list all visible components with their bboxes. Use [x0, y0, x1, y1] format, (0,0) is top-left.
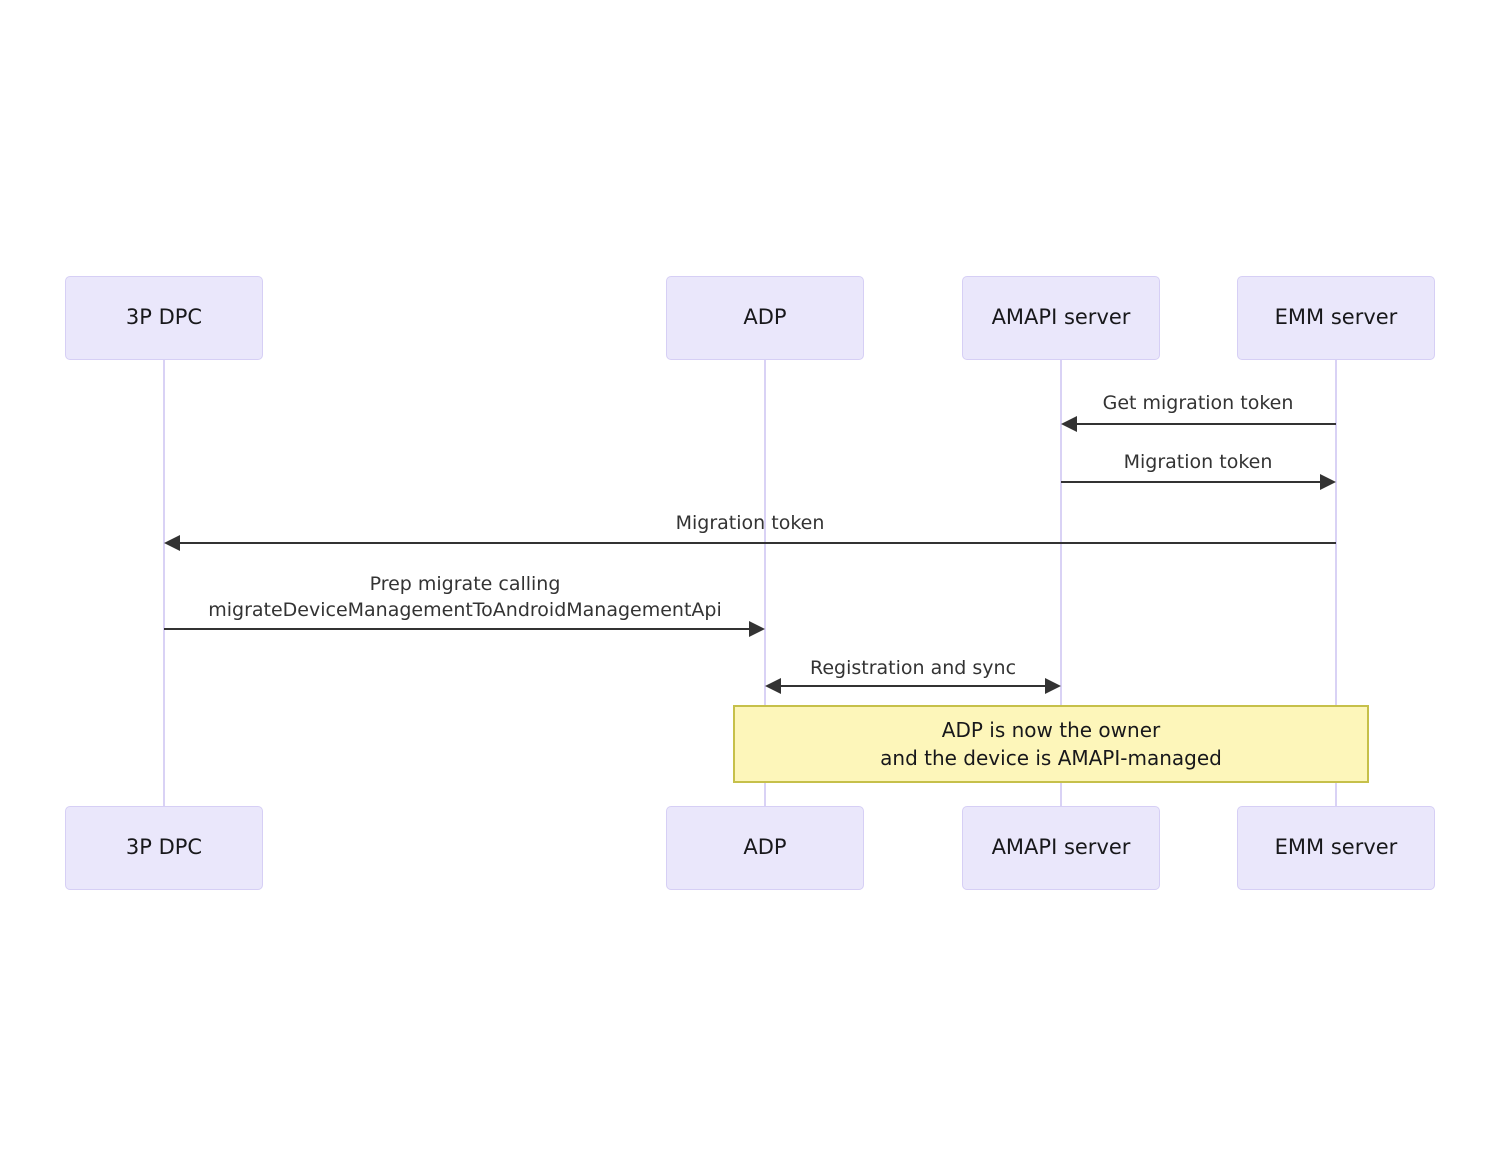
- participant-label-dpc: 3P DPC: [125, 305, 203, 330]
- note-n1: ADP is now the owner and the device is AM…: [733, 705, 1369, 783]
- participant-bottom-emm[interactable]: EMM server: [1237, 806, 1435, 890]
- lifeline-dpc: [163, 360, 165, 806]
- participant-label-adp: ADP: [743, 835, 787, 860]
- message-label-text-m5: Registration and sync: [810, 655, 1016, 681]
- message-label-line: Get migration token: [1102, 392, 1294, 414]
- participant-label-dpc: 3P DPC: [125, 835, 203, 860]
- note-line: ADP is now the owner: [941, 718, 1161, 742]
- lifeline-adp: [764, 360, 766, 806]
- message-label-line: Migration token: [1123, 451, 1273, 473]
- participant-top-dpc[interactable]: 3P DPC: [65, 276, 263, 360]
- arrowhead-right-m2: [1320, 474, 1336, 490]
- message-label-text-m4: Prep migrate calling migrateDeviceManagem…: [208, 571, 722, 623]
- arrowhead-right-m5: [1045, 678, 1061, 694]
- participant-top-emm[interactable]: EMM server: [1237, 276, 1435, 360]
- message-line-m4: [164, 628, 761, 630]
- message-label-line: Migration token: [675, 512, 825, 534]
- lifeline-emm: [1335, 360, 1337, 806]
- message-label-line: Registration and sync: [809, 657, 1017, 679]
- message-label-text-m2: Migration token: [1124, 449, 1273, 475]
- message-line-m2: [1061, 481, 1332, 483]
- message-label-line: Prep migrate calling: [369, 573, 561, 595]
- participant-label-adp: ADP: [743, 305, 787, 330]
- participant-top-amapi[interactable]: AMAPI server: [962, 276, 1160, 360]
- message-label-text-m1: Get migration token: [1103, 390, 1294, 416]
- message-line-m1: [1065, 423, 1336, 425]
- message-label-line: migrateDeviceManagementToAndroidManageme…: [208, 599, 722, 621]
- message-label-text-m3: Migration token: [676, 510, 825, 536]
- participant-label-emm: EMM server: [1274, 835, 1398, 860]
- lifeline-amapi: [1060, 360, 1062, 806]
- participant-bottom-amapi[interactable]: AMAPI server: [962, 806, 1160, 890]
- arrowhead-left-m3: [164, 535, 180, 551]
- participant-top-adp[interactable]: ADP: [666, 276, 864, 360]
- participant-label-amapi: AMAPI server: [991, 835, 1131, 860]
- arrowhead-left-m5: [765, 678, 781, 694]
- message-line-m3: [168, 542, 1336, 544]
- arrowhead-left-m1: [1061, 416, 1077, 432]
- arrowhead-right-m4: [749, 621, 765, 637]
- participant-bottom-dpc[interactable]: 3P DPC: [65, 806, 263, 890]
- participant-label-amapi: AMAPI server: [991, 305, 1131, 330]
- message-line-m5: [769, 685, 1057, 687]
- participant-label-emm: EMM server: [1274, 305, 1398, 330]
- note-line: and the device is AMAPI-managed: [880, 746, 1222, 770]
- participant-bottom-adp[interactable]: ADP: [666, 806, 864, 890]
